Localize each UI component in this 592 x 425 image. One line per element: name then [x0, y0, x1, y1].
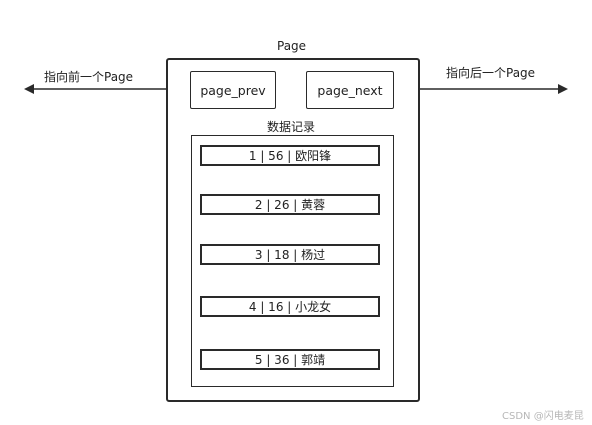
- record-1: 1 | 56 | 欧阳锋: [200, 145, 380, 166]
- next-arrow-label: 指向后一个Page: [446, 66, 536, 80]
- record-4: 4 | 16 | 小龙女: [200, 296, 380, 317]
- page-prev-box: page_prev: [190, 71, 276, 109]
- watermark: CSDN @闪电麦昆: [502, 411, 584, 422]
- page-next-box: page_next: [306, 71, 394, 109]
- prev-arrow-label: 指向前一个Page: [44, 70, 134, 84]
- page-title: Page: [277, 39, 307, 53]
- records-title: 数据记录: [267, 120, 316, 134]
- record-3: 3 | 18 | 杨过: [200, 244, 380, 265]
- record-2: 2 | 26 | 黄蓉: [200, 194, 380, 215]
- record-5: 5 | 36 | 郭靖: [200, 349, 380, 370]
